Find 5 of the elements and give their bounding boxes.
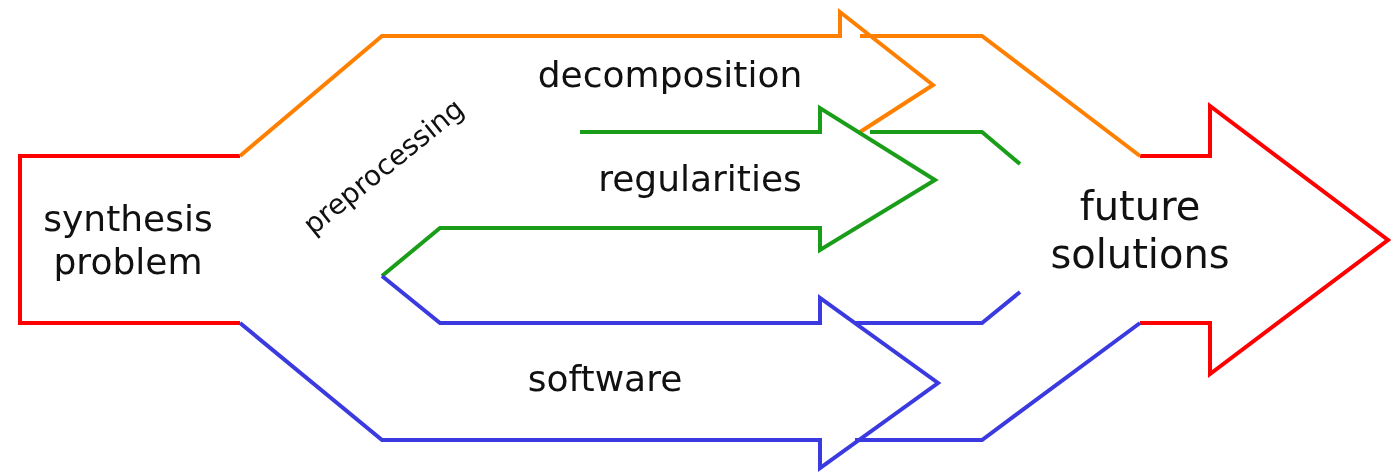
node-label: software bbox=[527, 357, 683, 401]
node-label: decomposition bbox=[537, 53, 803, 97]
node-label: synthesis problem bbox=[42, 196, 214, 284]
node-label: regularities bbox=[598, 157, 802, 201]
node-label: future solutions bbox=[1049, 182, 1231, 278]
